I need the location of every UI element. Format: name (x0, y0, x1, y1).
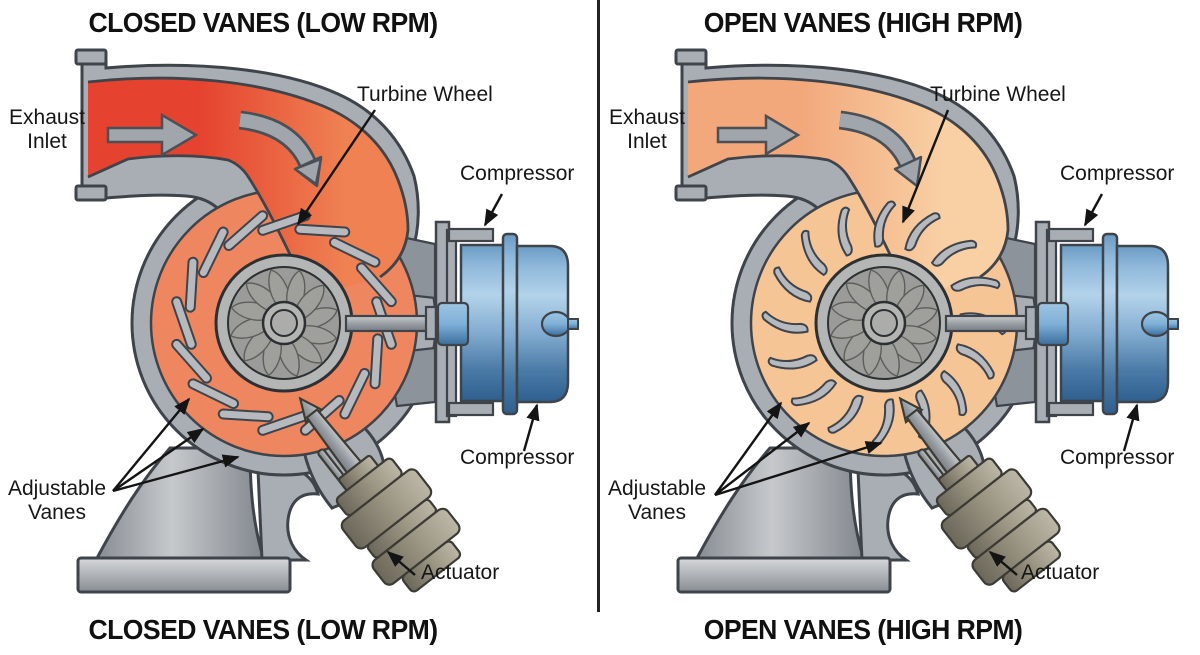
compressor-bottom-arrow (522, 403, 540, 452)
compressor-nub-stem (1167, 318, 1179, 330)
label-actuator: Actuator (1021, 561, 1100, 584)
vanes-arrow-2 (112, 428, 205, 492)
shaft-hub (1036, 301, 1070, 347)
adjustable-vane (217, 408, 274, 423)
label-actuator: Actuator (421, 561, 500, 584)
adjustable-vane (940, 369, 968, 417)
label-adjustable-vanes: Adjustable Vanes (7, 477, 107, 524)
base-flange (76, 556, 292, 594)
inlet-flange-tab-bottom (674, 184, 708, 202)
vanes-arrow-1 (714, 401, 782, 496)
compressor-bottom-arrow (1122, 403, 1140, 452)
adjustable-vane (294, 223, 351, 238)
compressor-top-arrow (483, 193, 504, 227)
compressor-nub-stem (567, 318, 579, 330)
adjustable-vane (950, 276, 1001, 292)
title-bottom: OPEN VANES (HIGH RPM) (703, 614, 1023, 645)
vanes-arrow-2 (714, 421, 811, 496)
duct-wall-upper (87, 76, 410, 279)
adjustable-vane (930, 239, 978, 267)
compressor-band (501, 232, 519, 416)
turbine-wheel-blades (230, 269, 338, 377)
title-bottom: CLOSED VANES (LOW RPM) (88, 614, 438, 645)
adjustable-vane (184, 256, 199, 313)
label-compressor-top: Compressor (460, 162, 575, 185)
flow-arrows (106, 110, 323, 188)
turbine-wheel-blades (830, 269, 938, 377)
actuator-assembly (898, 396, 1062, 593)
label-adjustable-vanes: Adjustable Vanes (607, 477, 707, 524)
label-arrows (112, 109, 540, 576)
title-top: CLOSED VANES (LOW RPM) (88, 7, 438, 38)
adjustable-vane (800, 229, 828, 277)
adjustable-vane (904, 212, 941, 252)
base-flange (676, 556, 892, 594)
adjustable-vane (171, 338, 213, 384)
adjustable-vane (773, 266, 813, 303)
label-compressor-bottom: Compressor (1060, 446, 1175, 469)
mount-lip-bottom (447, 401, 495, 417)
actuator-arrow (988, 550, 1018, 576)
label-arrows (714, 109, 1140, 576)
label-compressor-top: Compressor (1060, 162, 1175, 185)
inlet-flange-tab-bottom (74, 184, 108, 202)
adjustable-vane (171, 296, 197, 350)
label-compressor-bottom: Compressor (460, 446, 575, 469)
adjustable-vane (339, 367, 371, 420)
adjustable-vane (369, 333, 384, 390)
adjustable-vane (223, 210, 269, 252)
label-exhaust-inlet: Exhaust Inlet (609, 106, 685, 153)
flow-arrows (716, 110, 923, 188)
panel-closed-vanes: CLOSED VANES (LOW RPM) Exhaust Inlet Tur… (7, 7, 579, 645)
adjustable-vane (873, 200, 897, 248)
mount-lip-bottom (1047, 401, 1095, 417)
turbine-wheel-arrow (901, 109, 950, 224)
straight-flow-arrow (716, 113, 801, 157)
vanes-arrow-3 (112, 454, 240, 493)
panel-open-vanes: OPEN VANES (HIGH RPM) Exhaust Inlet Turb… (600, 0, 1200, 655)
adjustable-vane (837, 206, 853, 257)
adjustable-vane (197, 226, 229, 279)
adjustable-vane (790, 379, 838, 407)
housing-foot (256, 465, 321, 562)
adjustable-vane (955, 343, 995, 380)
adjustable-vane (187, 378, 240, 410)
compressor-nub (1140, 310, 1172, 338)
label-turbine-wheel: Turbine Wheel (930, 83, 1066, 106)
compressor-top-arrow (1083, 193, 1104, 227)
inlet-flange-tab-top (674, 48, 708, 66)
vanes-arrow-3 (714, 441, 883, 497)
housing-foot (856, 465, 921, 562)
compressor-assembly (344, 220, 579, 424)
straight-flow-arrow (106, 112, 199, 158)
compressor-nub (540, 310, 572, 338)
label-exhaust-inlet: Exhaust Inlet (9, 106, 85, 153)
inlet-flange-tab-top (74, 48, 108, 66)
turbine-wheel (214, 253, 354, 393)
turbine-wheel (814, 253, 954, 393)
title-top: OPEN VANES (HIGH RPM) (703, 7, 1023, 38)
adjustable-vane (328, 236, 381, 268)
adjustable-vane (761, 310, 809, 334)
mount-lip-top (447, 227, 495, 243)
mount-lip-top (1047, 227, 1095, 243)
adjustable-vane (827, 394, 864, 434)
compressor-band (1101, 232, 1119, 416)
adjustable-vane-ring (761, 200, 1007, 446)
turbo-cutaway-closed (74, 48, 579, 594)
adjustable-vane (767, 354, 818, 370)
turbo-cutaway-open (674, 48, 1179, 594)
curved-flow-arrow-head (293, 155, 323, 188)
actuator-arrow (386, 550, 416, 576)
turbine-wheel-arrow (297, 109, 376, 226)
adjustable-vane (355, 262, 397, 308)
panel-divider (597, 0, 600, 612)
compressor-assembly (944, 220, 1179, 424)
shaft-hub (436, 301, 470, 347)
duct-wall-upper (687, 76, 1010, 279)
curved-flow-arrow-head (893, 155, 923, 188)
vanes-arrow-1 (112, 397, 191, 492)
label-turbine-wheel: Turbine Wheel (357, 83, 493, 106)
